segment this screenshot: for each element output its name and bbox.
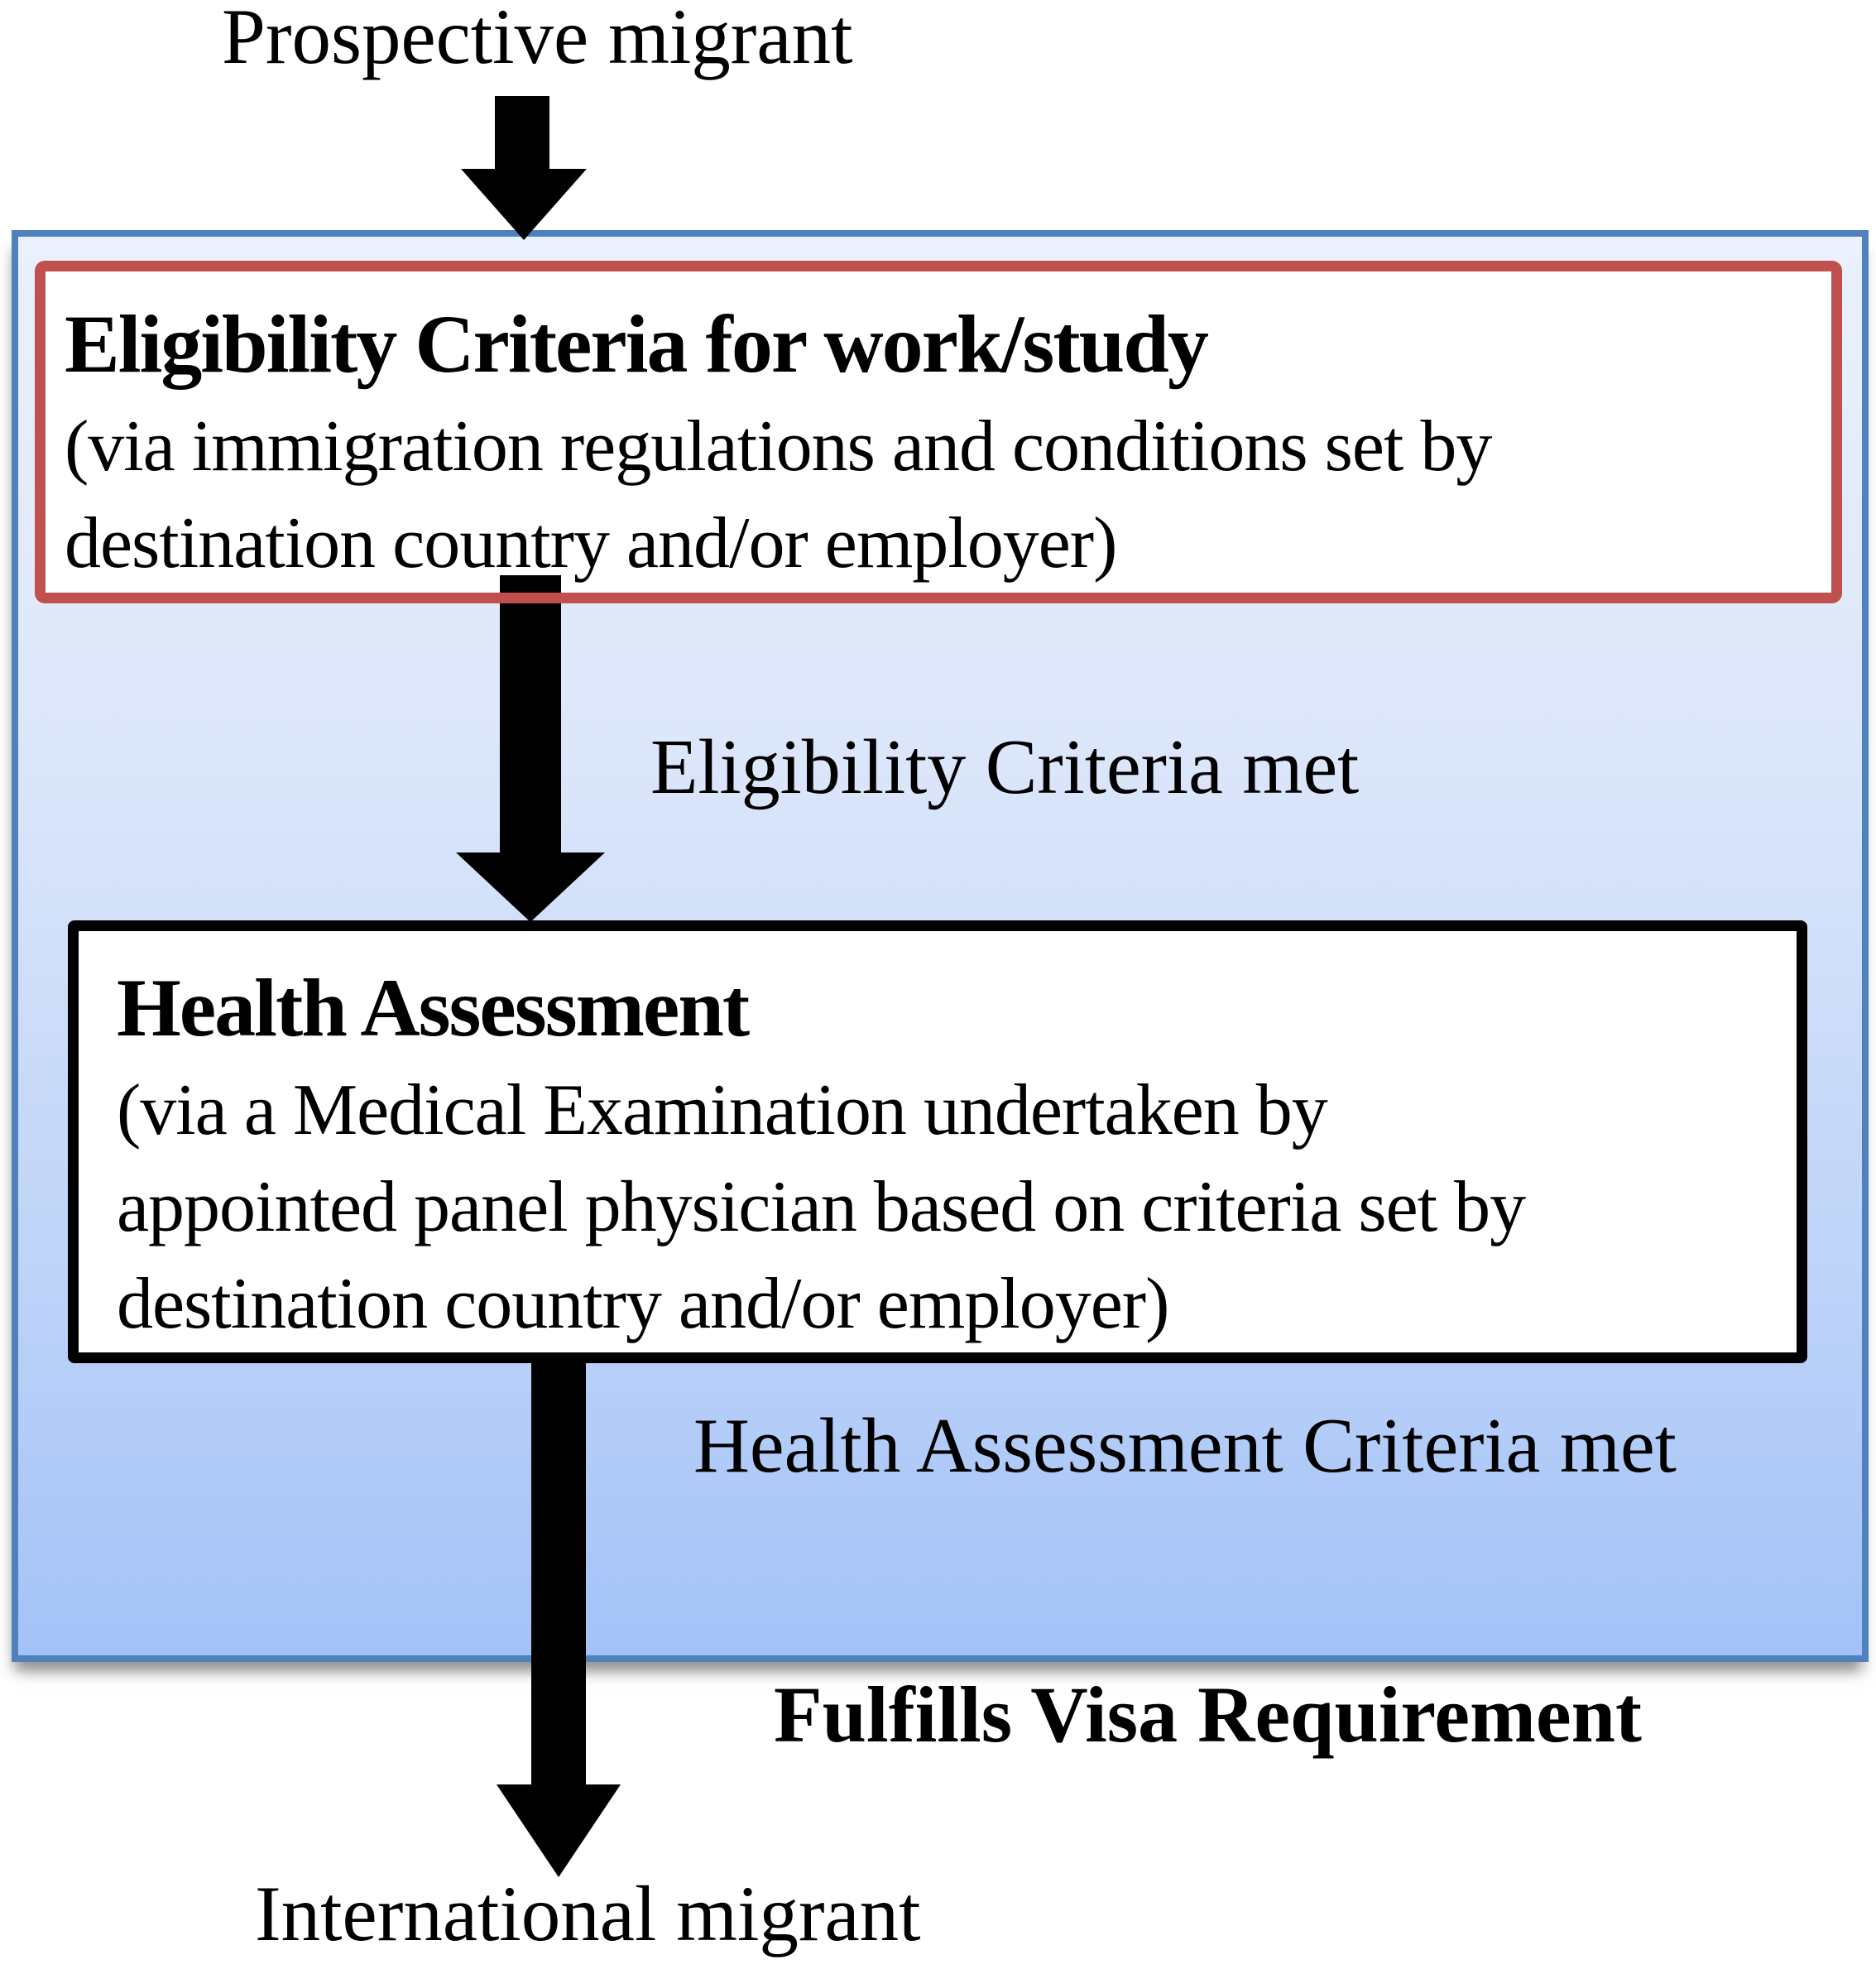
down-arrow-3-head-icon bbox=[497, 1784, 621, 1877]
health-met-label: Health Assessment Criteria met bbox=[693, 1403, 1677, 1489]
eligibility-met-label: Eligibility Criteria met bbox=[650, 724, 1360, 810]
eligibility-box-title: Eligibility Criteria for work/study bbox=[65, 298, 1209, 390]
health-box-line-3: destination country and/or employer) bbox=[117, 1264, 1169, 1345]
down-arrow-3-shaft bbox=[531, 1356, 586, 1786]
start-node-label: Prospective migrant bbox=[222, 0, 853, 80]
health-assessment-box: Health Assessment (via a Medical Examina… bbox=[68, 920, 1807, 1363]
eligibility-box-line-1: (via immigration regulations and conditi… bbox=[65, 406, 1492, 487]
health-box-line-1: (via a Medical Examination undertaken by bbox=[117, 1070, 1328, 1150]
down-arrow-1-shaft bbox=[495, 96, 549, 171]
end-node-label: International migrant bbox=[255, 1870, 921, 1957]
down-arrow-1-head-icon bbox=[461, 169, 587, 240]
health-box-title: Health Assessment bbox=[117, 962, 750, 1054]
down-arrow-2-shaft bbox=[500, 575, 561, 854]
health-box-line-2: appointed panel physician based on crite… bbox=[117, 1167, 1526, 1248]
down-arrow-2-head-icon bbox=[456, 853, 605, 922]
eligibility-box-line-2: destination country and/or employer) bbox=[65, 503, 1117, 584]
visa-requirement-label: Fulfills Visa Requirement bbox=[774, 1670, 1642, 1759]
eligibility-criteria-box: Eligibility Criteria for work/study (via… bbox=[35, 261, 1842, 603]
